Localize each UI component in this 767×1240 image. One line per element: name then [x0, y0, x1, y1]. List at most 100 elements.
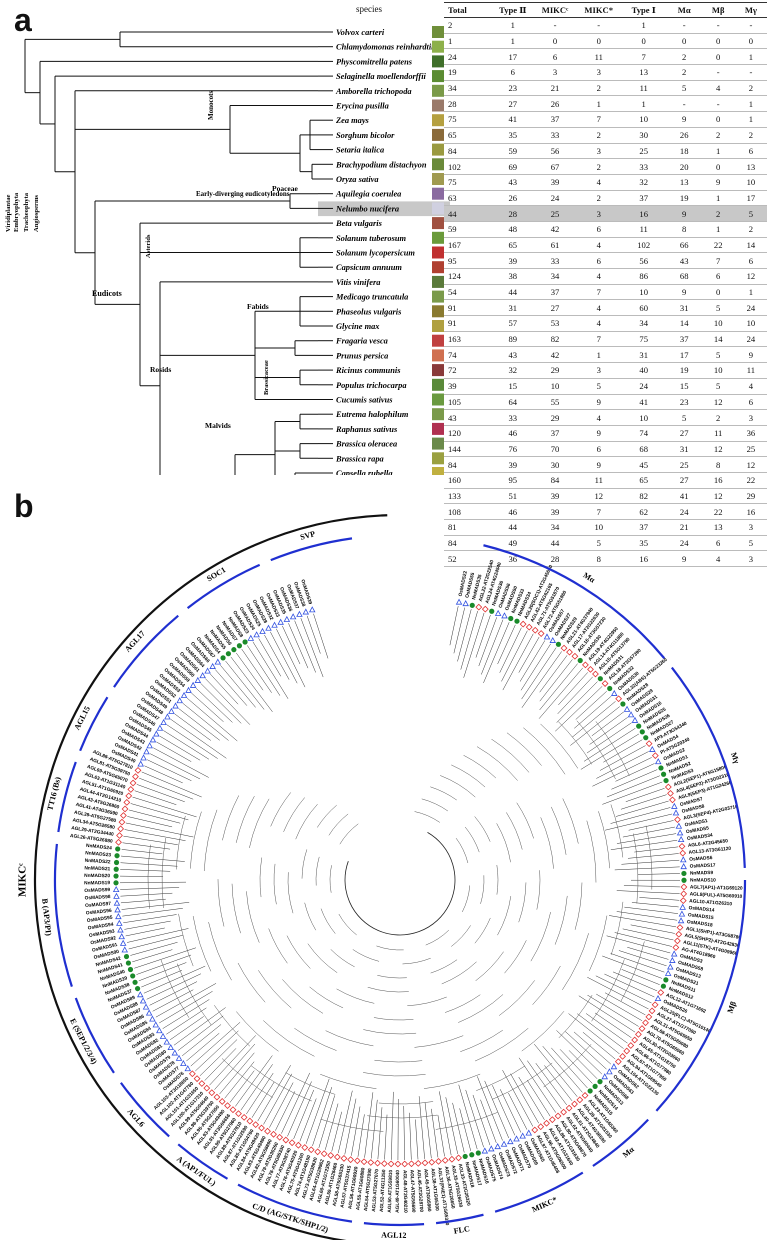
table-cell: 31: [666, 441, 702, 458]
table-cell: 167: [444, 237, 493, 254]
table-cell: 67: [533, 158, 577, 175]
table-cell: 16: [620, 550, 667, 568]
table-cell: 105: [444, 394, 493, 411]
leaf-label: OsMADS95: [86, 915, 113, 924]
rice-marker: [606, 1068, 613, 1075]
species-photo: [432, 246, 444, 259]
leaf-branch: [589, 716, 628, 745]
highlight-band: [318, 201, 450, 217]
table-cell: 75: [444, 174, 493, 191]
internal-branch: [451, 764, 486, 788]
internal-branch: [147, 844, 151, 909]
internal-branch: [237, 962, 266, 1003]
table-cell: 21: [533, 80, 577, 97]
leaf-branch: [409, 1112, 412, 1160]
internal-branch: [474, 917, 491, 944]
leaf-branch: [585, 1013, 628, 1044]
table-cell: 24: [734, 299, 767, 317]
group-label: Mβ: [725, 1000, 738, 1014]
internal-branch: [562, 933, 589, 991]
panel-a-label: a: [14, 2, 32, 38]
internal-branch: [435, 1112, 498, 1130]
table-cell: 16: [734, 503, 767, 520]
rice-marker: [199, 672, 206, 679]
table-cell: 6: [734, 252, 767, 269]
table-cell: 9: [666, 111, 702, 128]
table-cell: 65: [492, 237, 534, 254]
species-photo: [432, 173, 444, 185]
rice-marker: [680, 863, 687, 870]
lotus-marker: [113, 873, 119, 879]
leaf-branch: [415, 1119, 419, 1160]
lotus-marker: [489, 608, 495, 614]
arabidopsis-marker: [672, 944, 680, 951]
lotus-marker: [658, 765, 664, 771]
rice-marker: [247, 634, 255, 641]
arabidopsis-marker: [394, 1160, 402, 1168]
table-cell: 44: [492, 519, 534, 536]
arabidopsis-marker: [208, 1089, 216, 1097]
rice-marker: [610, 689, 618, 696]
arabidopsis-marker: [581, 1092, 589, 1099]
group-arc: [237, 1183, 353, 1223]
leaf-branch: [138, 962, 187, 982]
table-cell: 89: [492, 331, 534, 348]
rice-marker: [119, 939, 127, 946]
leaf-branch: [568, 1013, 620, 1055]
table-cell: 8: [576, 550, 621, 568]
arabidopsis-marker: [213, 1093, 221, 1101]
leaf-branch: [191, 692, 224, 722]
leaf-branch: [634, 846, 679, 853]
table-cell: 7: [620, 48, 667, 66]
table-cell: -: [666, 17, 702, 34]
internal-branch: [231, 883, 241, 934]
table-cell: 24: [734, 331, 767, 348]
internal-branch: [455, 837, 469, 864]
rice-marker: [114, 906, 121, 913]
table-cell: 7: [576, 331, 621, 348]
leaf-label: OsMADS98: [85, 894, 111, 902]
table-cell: 108: [444, 503, 493, 520]
leaf-branch: [120, 875, 164, 877]
lotus-marker: [130, 973, 136, 979]
internal-branch: [496, 823, 511, 863]
internal-branch: [540, 723, 579, 769]
group-arc: [74, 997, 115, 1074]
rice-marker: [112, 885, 120, 893]
leaf-branch: [480, 1099, 497, 1144]
arabidopsis-marker: [301, 1144, 309, 1151]
arabidopsis-marker: [651, 752, 659, 760]
lotus-marker: [469, 1152, 475, 1158]
lotus-marker: [597, 676, 603, 682]
leaf-branch: [123, 914, 177, 924]
internal-branch: [407, 996, 447, 1007]
clade-label-brassicaceae: Brassicaceae: [263, 360, 270, 395]
leaf-branch: [288, 623, 309, 669]
arabidopsis-marker: [675, 930, 683, 938]
rice-marker: [623, 705, 631, 712]
lotus-marker: [134, 985, 141, 992]
leaf-branch: [449, 606, 459, 646]
table-cell: 7: [576, 284, 621, 301]
internal-branch: [286, 935, 311, 969]
species-name: Solanum lycopersicum: [336, 249, 415, 258]
leaf-branch: [263, 1073, 292, 1125]
rice-marker: [163, 1038, 171, 1045]
table-cell: 95: [444, 252, 493, 269]
rice-marker: [209, 662, 216, 669]
lotus-marker: [225, 651, 232, 657]
leaf-branch: [614, 932, 673, 947]
internal-branch: [178, 913, 194, 967]
table-cell: 34: [533, 519, 577, 536]
leaf-label: NnMADS22: [85, 858, 112, 866]
arabidopsis-marker: [320, 1150, 328, 1158]
leaf-label: NnMADS9: [690, 870, 714, 877]
table-cell: 32: [492, 362, 534, 379]
leaf-branch: [611, 769, 658, 790]
rice-marker: [145, 1009, 153, 1016]
arabidopsis-marker: [560, 1108, 568, 1116]
rice-marker: [167, 1043, 175, 1051]
